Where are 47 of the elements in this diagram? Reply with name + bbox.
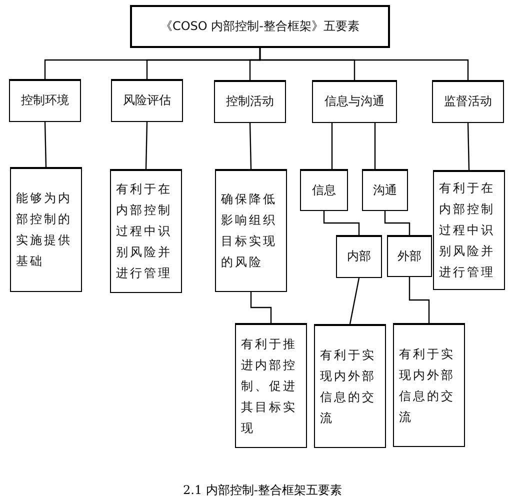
element-box [235,323,307,448]
connector-line [250,292,272,323]
element-box [387,235,432,277]
element-box [433,170,505,290]
box-text: 外部 [398,250,422,264]
box-text: 监督活动 [444,95,492,109]
connector-line [44,122,47,168]
element-box [9,79,81,122]
element-box [300,169,348,211]
connector-line [408,277,430,323]
connector-line [331,123,333,169]
box-text: 控制环境 [21,94,69,108]
element-box [110,169,182,293]
box-text: 控制活动 [226,95,274,109]
box-text: 有利于在内部控制过程中识别风险并进行管理 [439,180,496,281]
element-box [214,80,286,123]
connector-line [349,278,360,324]
element-box [215,169,287,292]
connector-line [323,211,360,235]
element-box [393,323,465,447]
element-box [362,169,408,211]
box-text: 沟通 [373,184,397,198]
connector-line [145,122,148,170]
box-text: 确保降低影响组织目标实现的风险 [221,191,278,271]
element-box [312,80,397,123]
title-box [130,5,390,48]
element-box [10,167,82,292]
box-text: 有利于推进内部控制、促进其目标实现 [241,336,298,436]
box-text: 风险评估 [123,94,171,108]
box-text: 信息与沟通 [324,95,384,109]
connector-line [249,122,252,170]
element-box [111,79,183,122]
element-box [336,235,382,278]
box-text: 有利于在内部控制过程中识别风险并进行管理 [116,181,173,282]
element-box [432,80,504,123]
connector-line [259,48,469,80]
box-text: 能够为内部控制的实施提供基础 [16,190,73,270]
figure-caption: 2.1 内部控制-整合框架五要素 [182,482,343,499]
box-text: 有利于实现内外部信息的交流 [320,346,377,426]
box-text: 《COSO 内部控制-整合框架》五要素 [160,20,360,34]
box-text: 内部 [347,250,371,264]
connector-line [374,123,376,169]
box-text: 信息 [312,184,336,198]
connector-line [384,211,410,235]
connector-line [467,122,470,170]
box-text: 有利于实现内外部信息的交流 [399,346,456,426]
element-box [314,324,386,448]
